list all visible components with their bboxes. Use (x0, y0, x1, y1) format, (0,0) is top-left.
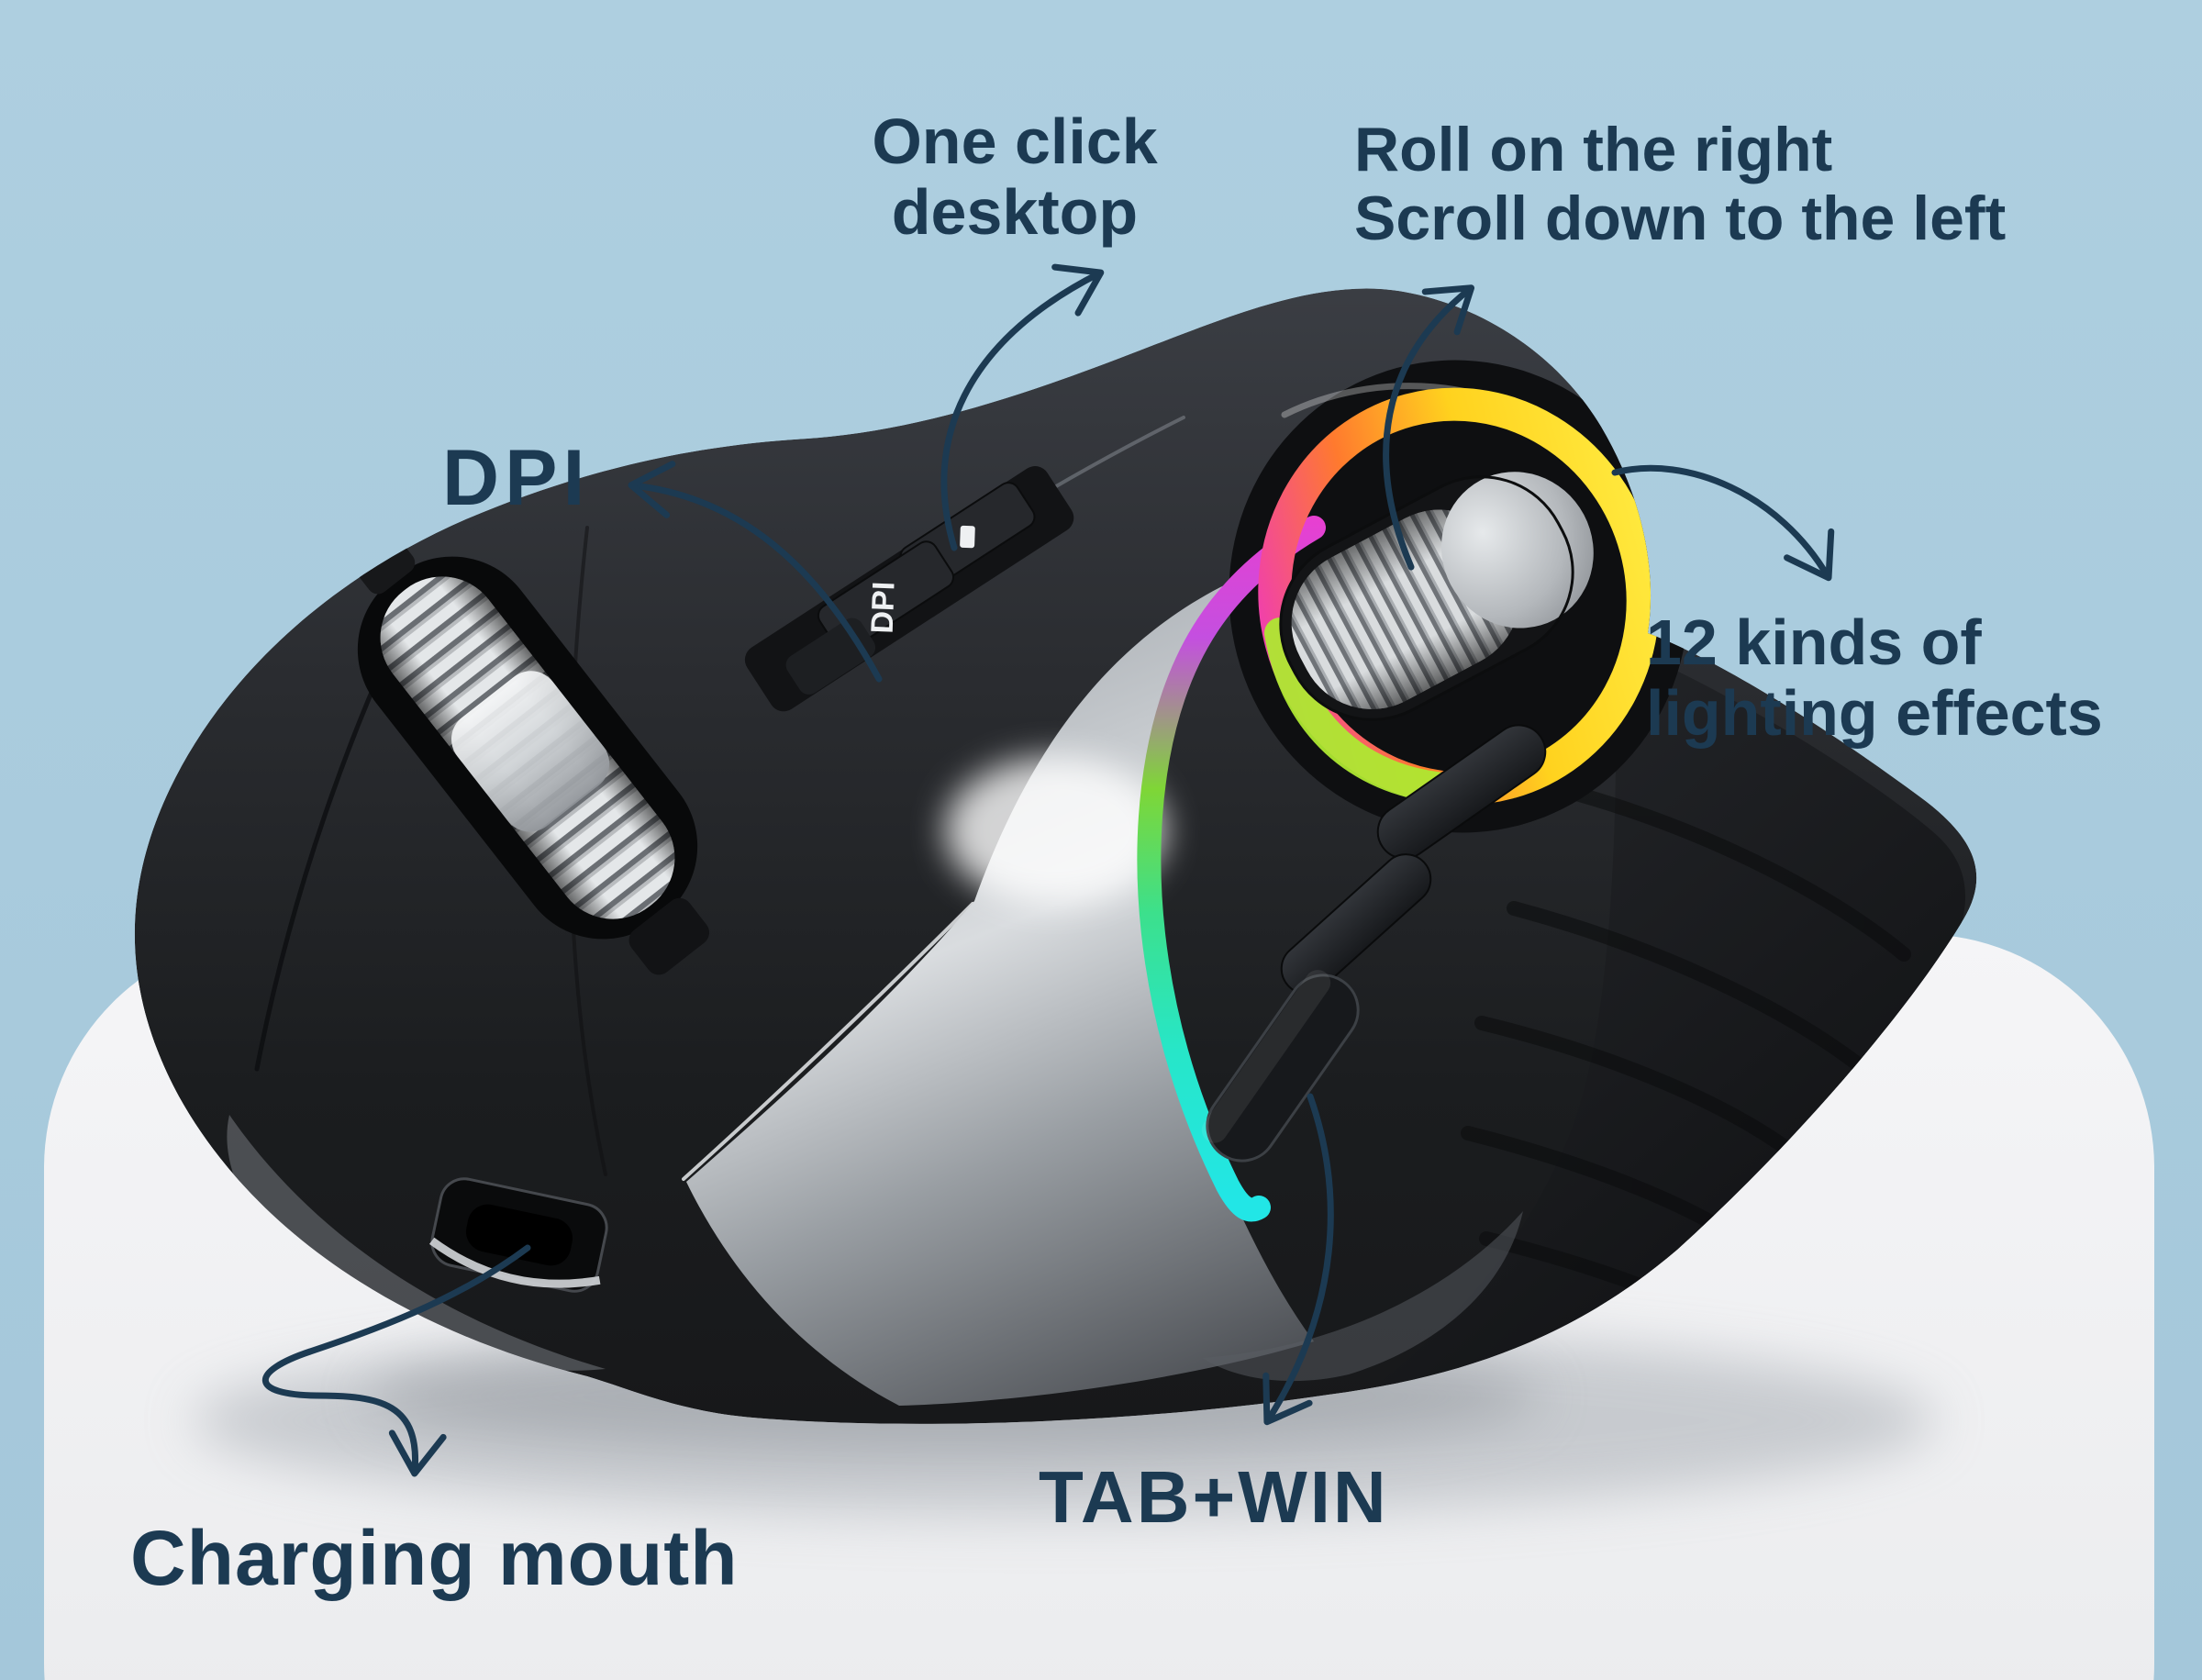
side-button-back (1280, 853, 1432, 995)
callout-arrows (261, 263, 1835, 1477)
arrow-roll-scroll (1383, 284, 1475, 571)
label-line: Scroll down to the left (1354, 183, 2007, 253)
thumb-wheel (1279, 472, 1594, 721)
label-lighting-effects: 12 kinds of lighting effects (1646, 607, 2103, 749)
arrow-tab-win (1262, 1093, 1334, 1426)
label-line: desktop (891, 176, 1139, 248)
label-charging-mouth: Charging mouth (130, 1515, 739, 1601)
label-tab-win: TAB+WIN (1039, 1457, 1389, 1538)
scroll-wheel (345, 524, 710, 975)
rgb-ring-green-arc (1264, 617, 1451, 803)
label-one-click-desktop: One click desktop (831, 106, 1198, 248)
label-line: TAB+WIN (1039, 1456, 1389, 1538)
desktop-icon (960, 525, 975, 549)
arrow-dpi (628, 461, 883, 683)
arrow-charging-mouth (261, 1244, 531, 1477)
label-dpi: DPI (442, 435, 590, 522)
label-roll-scroll: Roll on the right Scroll down to the lef… (1354, 116, 2006, 253)
charging-port (428, 1177, 608, 1293)
thumb-rest-wing (1376, 642, 1966, 1385)
label-line: Charging mouth (130, 1515, 739, 1601)
dpi-button-marking: DPI (865, 581, 902, 634)
label-line: Roll on the right (1354, 115, 1833, 184)
arrow-lighting-effects (1611, 464, 1835, 582)
label-line: One click (872, 106, 1158, 177)
side-button-forward (1376, 724, 1547, 860)
specular-highlight (945, 757, 1165, 904)
label-line: lighting effects (1646, 677, 2103, 749)
label-line: 12 kinds of (1646, 606, 1982, 678)
arrow-one-click-desktop (940, 263, 1105, 551)
thumb-button (1201, 970, 1360, 1163)
top-button-strip: DPI (744, 466, 1074, 712)
rgb-light-strip (1137, 516, 1326, 1222)
label-line: DPI (442, 434, 591, 522)
thumb-shelf (1202, 1211, 1523, 1382)
